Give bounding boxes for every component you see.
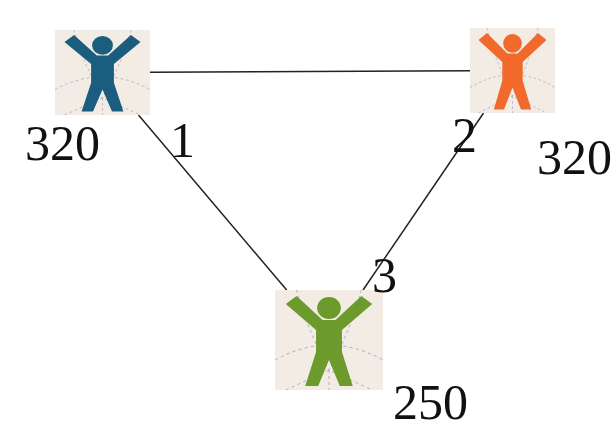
person-icon [470,28,555,113]
callout-number: 2 [452,110,477,160]
link-line [138,115,286,290]
value-label: 250 [393,377,468,427]
value-label: 320 [537,132,612,182]
person-icon [275,290,383,390]
value-label: 320 [25,118,100,168]
person-node: 2320 [470,28,555,113]
person-icon [55,30,150,115]
callout-number: 1 [170,115,195,165]
person-node: 1320 [55,30,150,115]
callout-number: 3 [372,250,397,300]
link-line [150,71,470,73]
person-node: 3250 [275,290,383,390]
